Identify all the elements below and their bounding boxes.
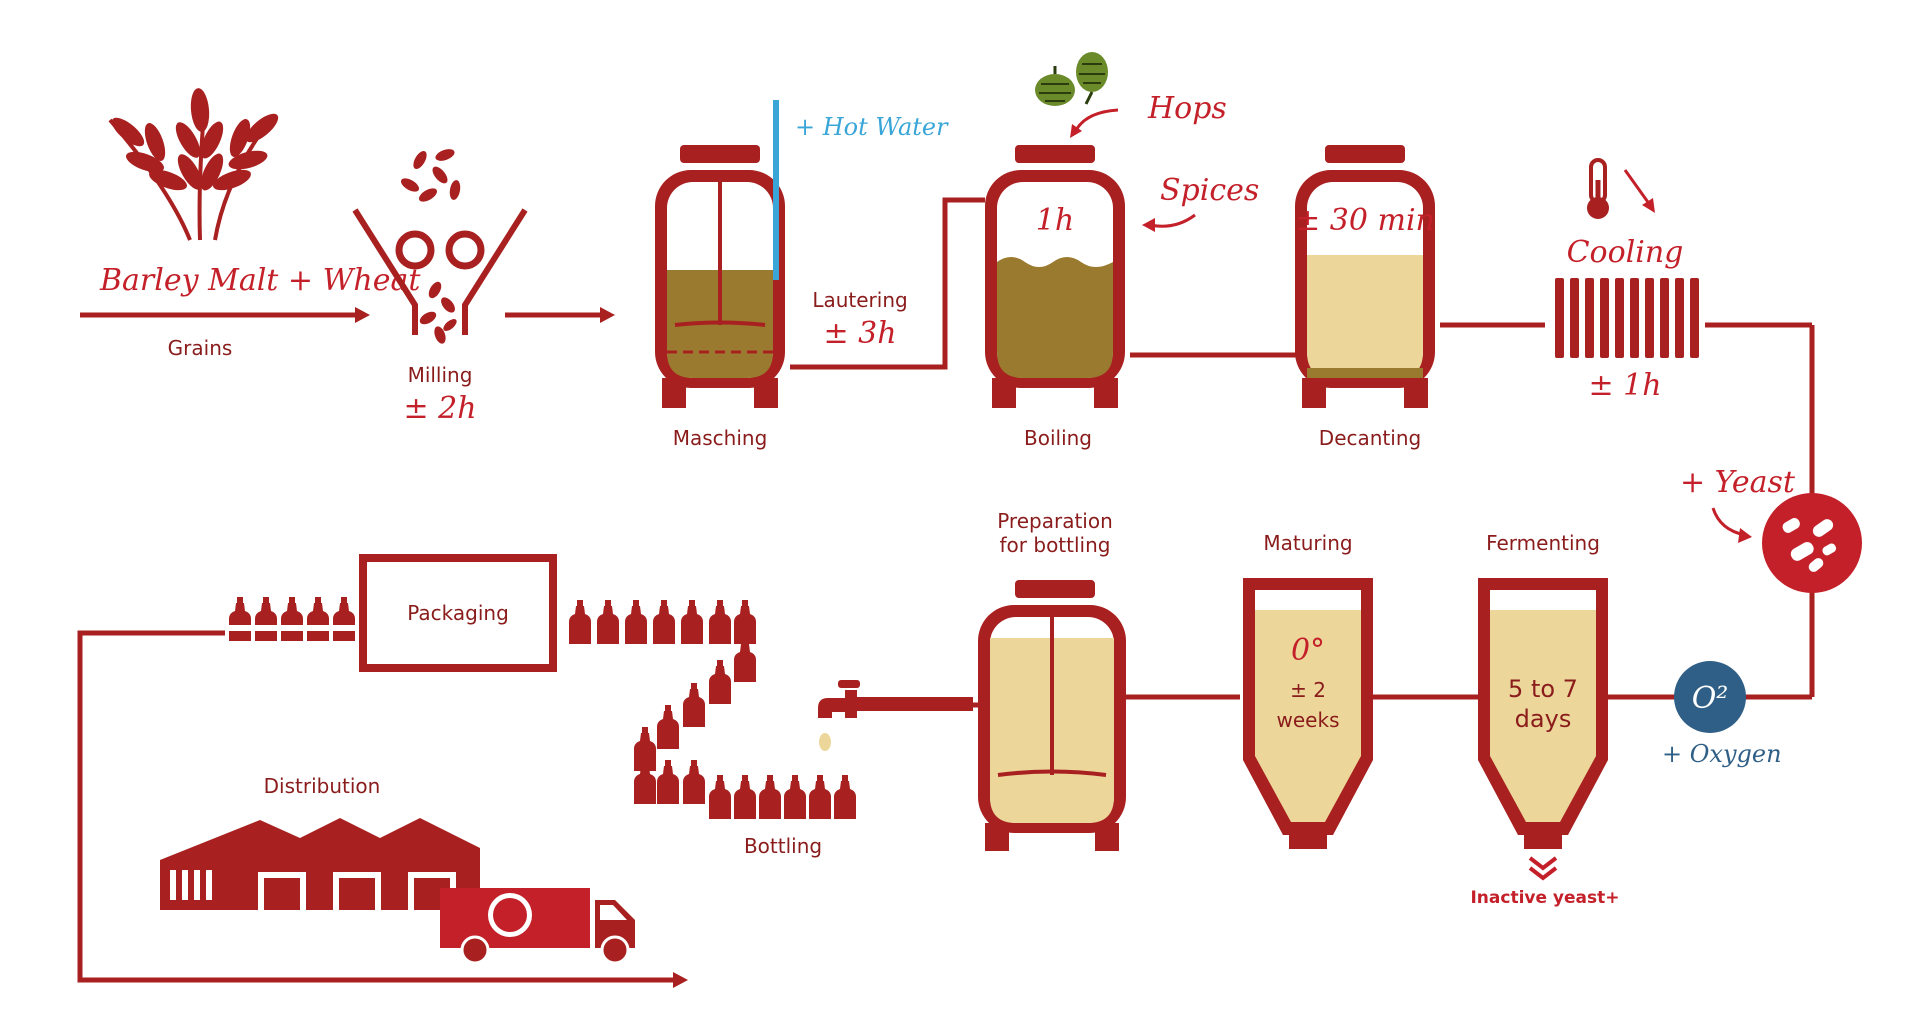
flow-arrowheads: [355, 307, 688, 988]
yeast-label: + Yeast: [1680, 465, 1796, 500]
decanting-tank: [1295, 145, 1435, 408]
spices-label: Spices: [1160, 173, 1259, 208]
maturing-duration-2: weeks: [1277, 708, 1340, 732]
lautering-label: Lautering: [812, 288, 907, 312]
maturing-label: Maturing: [1263, 531, 1352, 555]
preparation-label-2: for bottling: [1000, 533, 1111, 557]
fermenting-label: Fermenting: [1486, 531, 1600, 555]
preparation-tank: [978, 580, 1126, 851]
cooling-arrow: [1623, 169, 1652, 206]
hops-label: Hops: [1147, 91, 1227, 126]
tap-icon: [818, 680, 973, 751]
oxygen-label: + Oxygen: [1662, 740, 1782, 768]
wheat-icon: [108, 88, 279, 241]
warehouse-icon: [160, 818, 480, 910]
truck-icon: [440, 888, 635, 965]
bottle-icon: [569, 600, 856, 819]
radiator-icon: [1555, 278, 1699, 358]
milling-label: Milling: [408, 363, 473, 387]
yeast-icon: [1762, 493, 1862, 593]
maturing-tank: [1243, 578, 1373, 849]
oxygen-badge: O²: [1692, 681, 1729, 716]
hot-water-label: + Hot Water: [795, 113, 949, 141]
mill-icon: [352, 149, 528, 344]
masching-label: Masching: [673, 426, 768, 450]
boiling-tank: [985, 145, 1125, 408]
decanting-label: Decanting: [1319, 426, 1421, 450]
maturing-temp: 0°: [1291, 633, 1325, 668]
distribution-label: Distribution: [264, 774, 381, 798]
cooling-time: ± 1h: [1588, 368, 1661, 403]
oxygen-icon: O²: [1674, 661, 1746, 733]
bottling-label: Bottling: [744, 834, 822, 858]
lautering-time: ± 3h: [823, 316, 896, 351]
milling-time: ± 2h: [403, 391, 476, 426]
packaging-label: Packaging: [407, 601, 509, 625]
drain-chevron-icon: [1528, 856, 1558, 881]
masching-tank: [655, 100, 785, 408]
fermenting-duration-2: days: [1515, 705, 1572, 733]
inactive-yeast-label: Inactive yeast+: [1470, 888, 1619, 908]
fermenting-tank: [1478, 578, 1608, 849]
maturing-duration-1: ± 2: [1290, 678, 1326, 702]
boiling-time: 1h: [1036, 203, 1074, 238]
hops-arrow: [1073, 108, 1119, 133]
packaging-box: [359, 554, 557, 672]
grains-label: Grains: [168, 336, 233, 360]
decanting-time: ± 30 min: [1295, 203, 1435, 238]
thermometer-icon: [1587, 158, 1609, 219]
fermenting-duration-1: 5 to 7: [1508, 675, 1578, 703]
preparation-label-1: Preparation: [997, 509, 1113, 533]
hops-icon: [1035, 52, 1108, 106]
labeled-bottles: [229, 597, 355, 641]
grains-script: Barley Malt + Wheat: [99, 263, 421, 298]
boiling-label: Boiling: [1024, 426, 1092, 450]
spices-arrow: [1149, 213, 1196, 228]
cooling-label: Cooling: [1567, 235, 1684, 270]
